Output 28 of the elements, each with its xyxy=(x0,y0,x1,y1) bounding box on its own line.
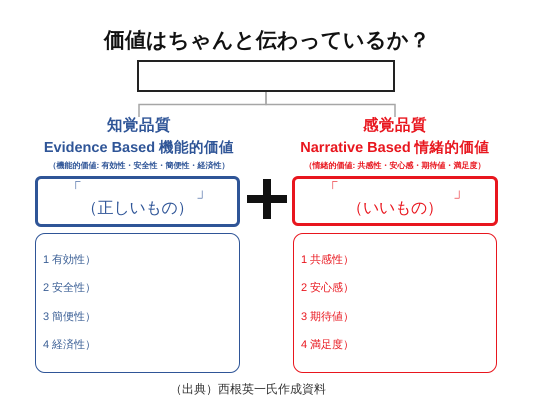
subheading: Evidence Based 機能的価値 xyxy=(44,141,234,157)
quote-bracket: 」 xyxy=(453,184,469,202)
list-item: 4 経済性） xyxy=(43,339,96,352)
quote-bracket: 「 xyxy=(66,181,82,199)
category-heading: 知覚品質 xyxy=(107,117,171,134)
category-heading: 感覚品質 xyxy=(363,117,427,134)
title: 価値はちゃんと伝わっているか？ xyxy=(104,29,430,52)
list-item: 1 共感性） xyxy=(301,254,354,266)
list-item: 4 満足度） xyxy=(301,339,354,352)
quote-bracket: 「 xyxy=(323,181,339,199)
note-text: （機能的価値: 有効性・安全性・簡便性・経済性） xyxy=(48,161,230,170)
value-box xyxy=(292,176,498,226)
list-item: 3 簡便性） xyxy=(43,311,96,324)
quote-bracket: 」 xyxy=(196,184,212,202)
list-box xyxy=(293,233,497,373)
note-text: （情緒的価値: 共感性・安心感・期待値・満足度） xyxy=(304,161,486,170)
list-item: 3 期待値） xyxy=(301,311,354,324)
source-note: （出典）西根英一氏作成資料 xyxy=(170,383,326,396)
list-box xyxy=(35,233,240,373)
subheading: Narrative Based 情緒的価値 xyxy=(300,141,490,157)
list-item: 2 安全性） xyxy=(43,282,96,294)
list-item: 2 安心感） xyxy=(301,282,354,294)
value-box xyxy=(35,176,240,227)
value-label: （正しいもの） xyxy=(82,200,194,218)
value-label: （いいもの） xyxy=(347,200,443,218)
list-item: 1 有効性） xyxy=(43,254,96,266)
empty-box xyxy=(137,60,395,92)
connector-line xyxy=(265,92,396,117)
